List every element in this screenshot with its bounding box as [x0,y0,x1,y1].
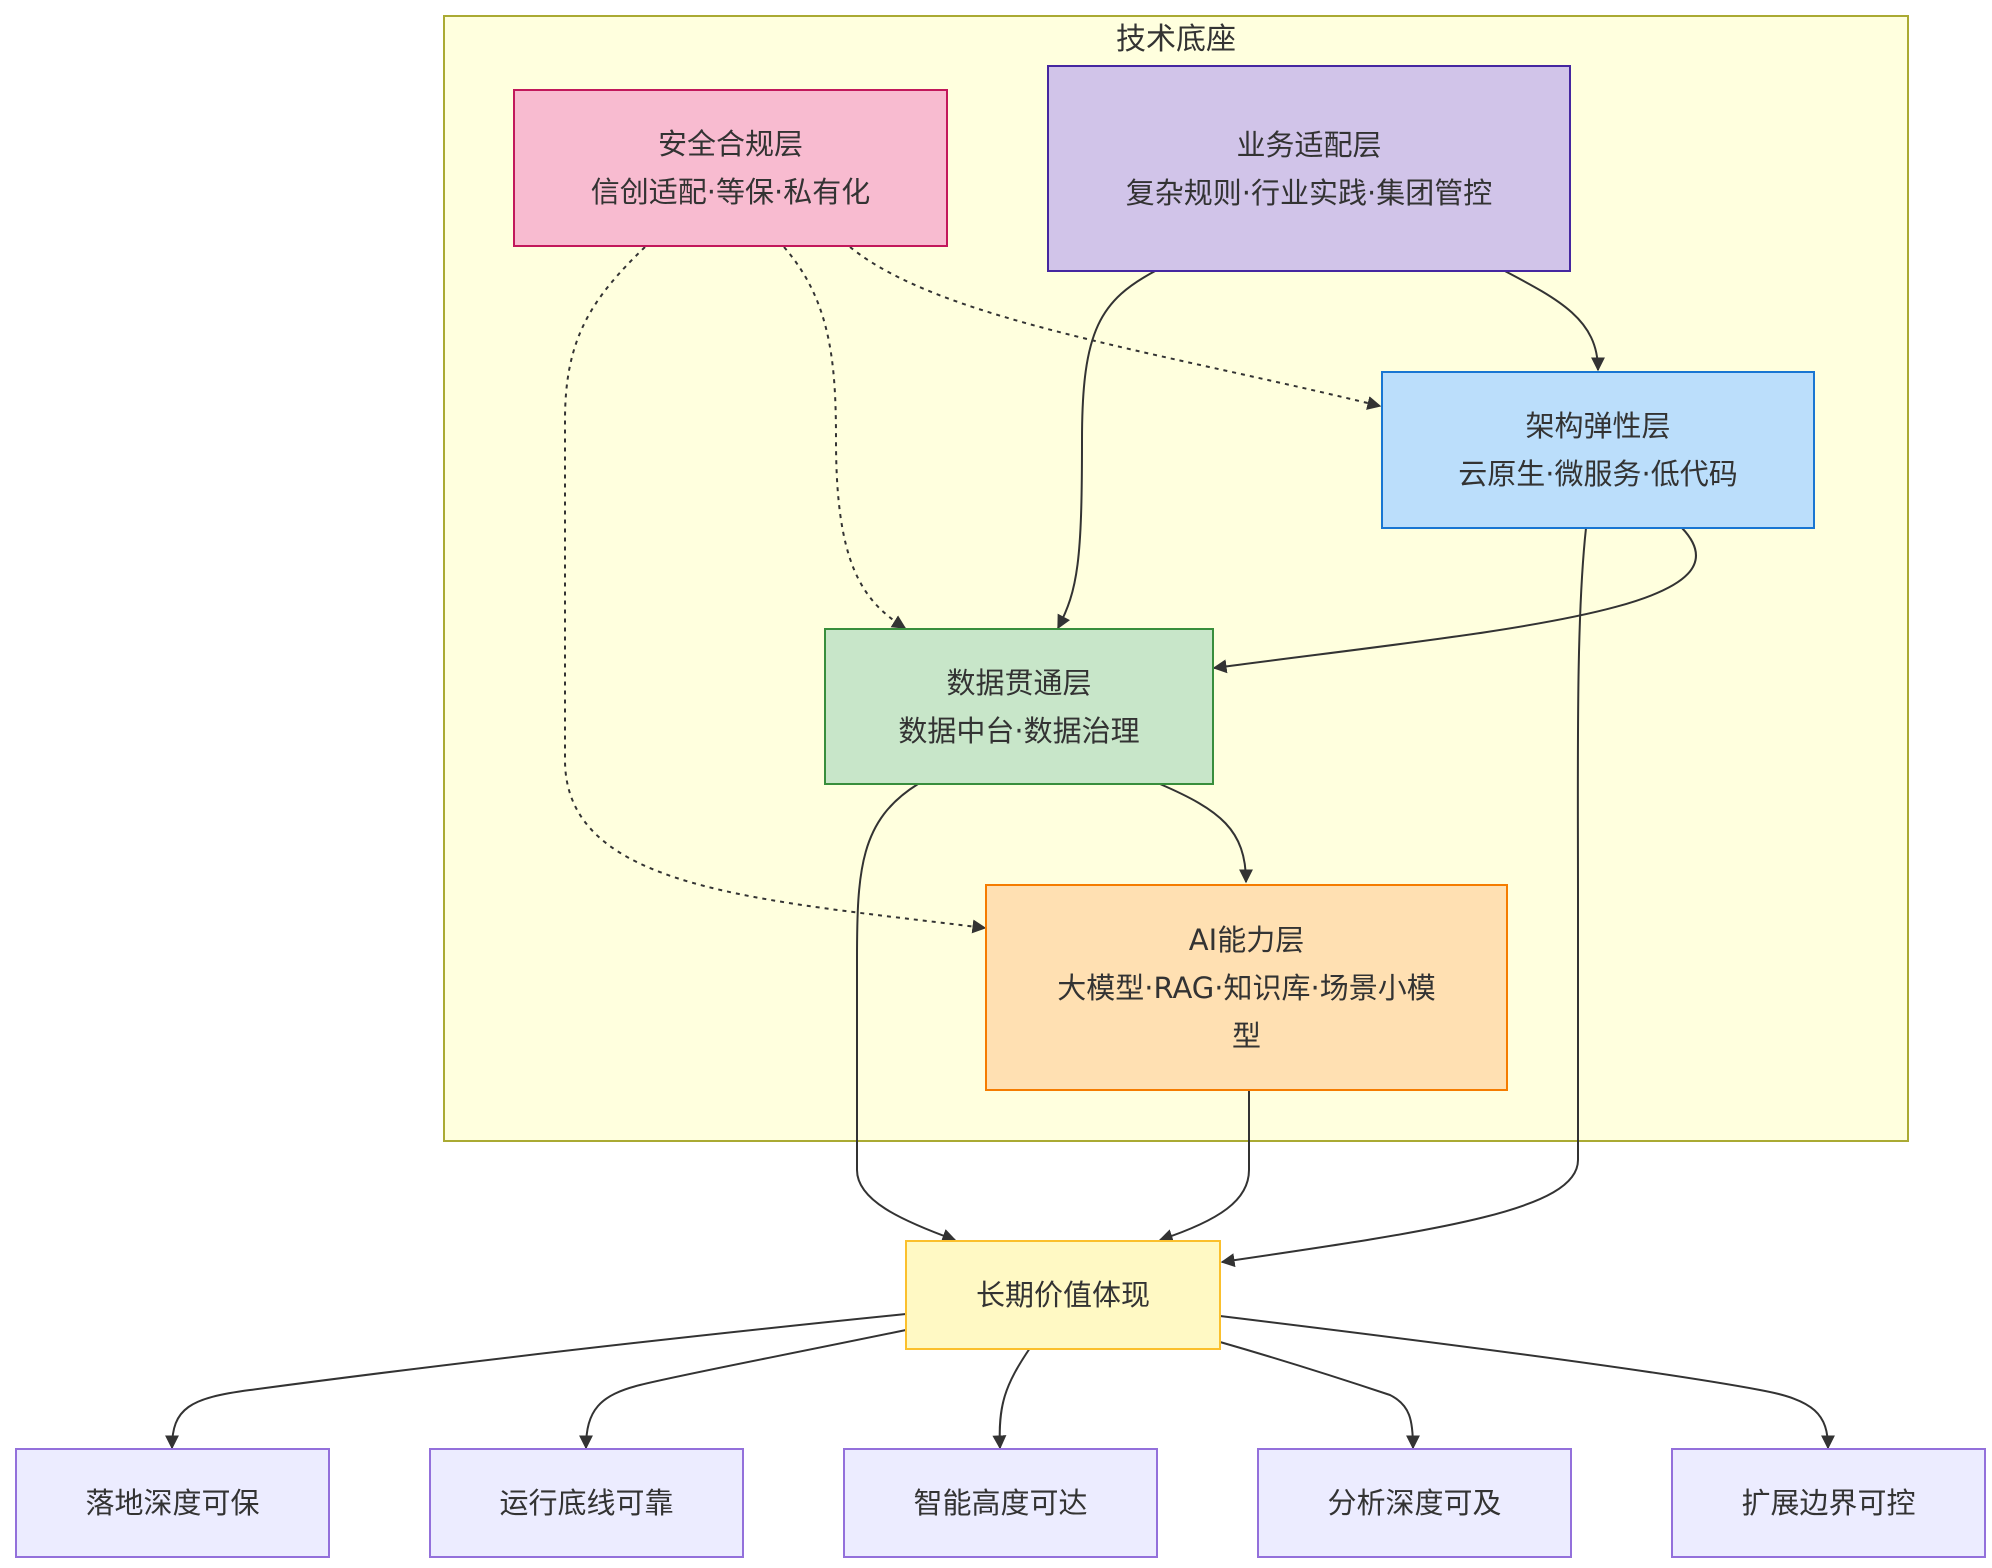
edge-business-to-architecture [1502,269,1605,372]
data-layer-subtitle: 数据中台·数据治理 [898,713,1140,748]
edge-data-to-ai [1159,783,1253,884]
data-layer-title: 数据贯通层 [946,665,1092,700]
business-layer-node: 业务适配层 复杂规则·行业实践·集团管控 [1047,65,1571,272]
edge-security-to-data [783,246,907,629]
outcome-node: 运行底线可靠 [429,1448,744,1558]
edge-value-to-outcome-3 [992,1347,1031,1450]
edge-ai-to-value [1158,1090,1250,1243]
outcome-label: 落地深度可保 [85,1486,260,1520]
edge-value-to-outcome-1 [165,1313,907,1450]
outcome-node: 落地深度可保 [15,1448,330,1558]
edge-data-to-value [856,783,957,1243]
edge-value-to-outcome-2 [579,1329,907,1450]
edge-business-to-data [1057,269,1158,630]
ai-layer-node: AI能力层 大模型·RAG·知识库·场景小模型 [985,884,1508,1091]
security-layer-subtitle: 信创适配·等保·私有化 [590,175,871,209]
outcome-node: 智能高度可达 [843,1448,1158,1558]
edge-value-to-outcome-4 [1219,1341,1420,1450]
data-layer-node: 数据贯通层 数据中台·数据治理 [824,628,1214,785]
architecture-layer-node: 架构弹性层 云原生·微服务·低代码 [1381,371,1815,529]
edge-architecture-to-data [1212,527,1697,674]
security-layer-node: 安全合规层 信创适配·等保·私有化 [513,89,948,247]
edge-security-to-ai [564,246,987,934]
outcome-label: 分析深度可及 [1327,1486,1502,1520]
outcome-node: 扩展边界可控 [1671,1448,1986,1558]
edge-architecture-to-value [1220,527,1587,1268]
outcome-node: 分析深度可及 [1257,1448,1572,1558]
edge-security-to-architecture [849,246,1382,410]
business-layer-title: 业务适配层 [1236,127,1382,162]
outcome-label: 运行底线可靠 [499,1486,674,1520]
business-layer-subtitle: 复杂规则·行业实践·集团管控 [1125,175,1493,210]
cluster-title: 技术底座 [1116,22,1236,57]
architecture-layer-title: 架构弹性层 [1525,409,1671,443]
long-term-value-node: 长期价值体现 [905,1240,1221,1350]
architecture-layer-subtitle: 云原生·微服务·低代码 [1458,457,1738,491]
long-term-value-title: 长期价值体现 [975,1278,1150,1312]
edge-value-to-outcome-5 [1219,1315,1835,1450]
outcome-label: 智能高度可达 [913,1486,1088,1520]
security-layer-title: 安全合规层 [657,127,803,161]
ai-layer-title: AI能力层 [1188,922,1305,957]
ai-layer-subtitle: 大模型·RAG·知识库·场景小模型 [1057,970,1436,1053]
outcome-label: 扩展边界可控 [1741,1486,1916,1520]
